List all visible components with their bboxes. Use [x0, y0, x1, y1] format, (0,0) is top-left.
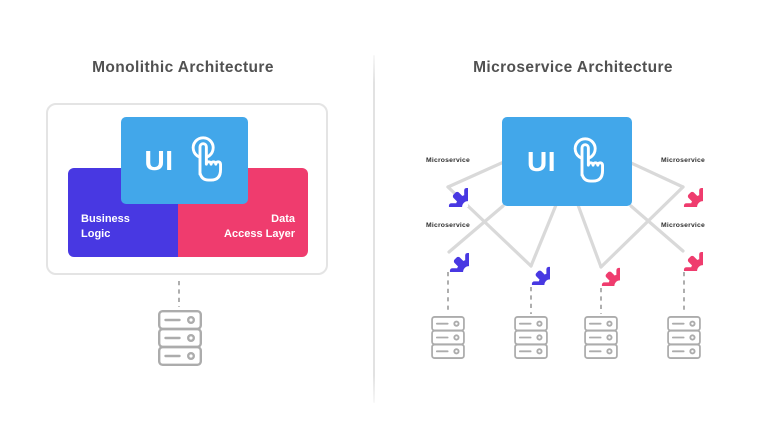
data-access-label-line1: Data — [271, 213, 295, 225]
ui-label: UI — [144, 144, 174, 176]
ui-block-microservice: UI — [502, 117, 632, 206]
ui-block-monolith: UI — [121, 117, 248, 204]
data-access-label-line2: Access Layer — [224, 228, 295, 240]
server-icon — [514, 316, 548, 359]
microservice-label-mid-right: Microservice — [661, 222, 705, 229]
microservice-gear-icon-top-left — [428, 167, 468, 207]
microservice-title: Microservice Architecture — [473, 59, 673, 76]
microservice-gear-icon-bottom-center-left — [512, 247, 550, 285]
microservice-label-mid-left: Microservice — [426, 222, 470, 229]
server-icon — [431, 316, 465, 359]
business-logic-label-line2: Logic — [81, 228, 111, 240]
server-icon — [158, 310, 202, 366]
microservice-label-top-right: Microservice — [661, 157, 705, 164]
divider — [373, 55, 375, 403]
microservice-gear-icon-top-right — [663, 167, 703, 207]
server-icon — [584, 316, 618, 359]
microservice-gear-icon-bottom-center-right — [582, 248, 620, 286]
microservice-gear-icon-mid-left — [429, 232, 469, 272]
tap-icon — [567, 135, 607, 188]
microservice-label-top-left: Microservice — [426, 157, 470, 164]
server-icon — [667, 316, 701, 359]
monolithic-title: Monolithic Architecture — [92, 59, 274, 76]
ui-label: UI — [527, 145, 556, 177]
tap-icon — [185, 134, 225, 187]
business-logic-label-line1: Business — [81, 213, 130, 225]
microservice-gear-icon-mid-right — [663, 231, 703, 271]
